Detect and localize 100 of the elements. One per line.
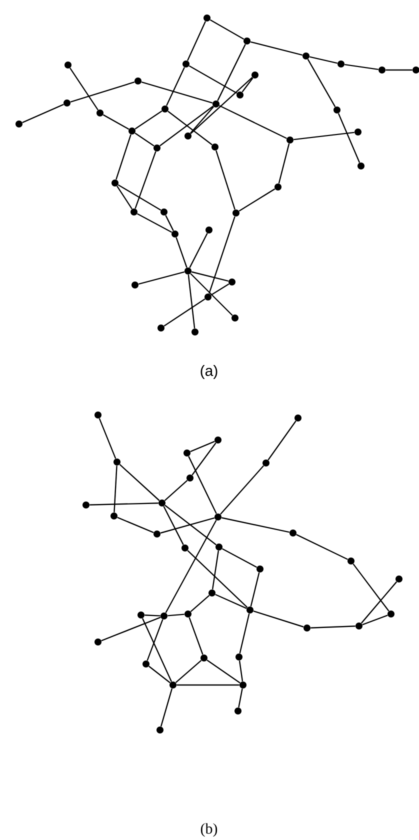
graph-vertex xyxy=(396,576,402,582)
graph-vertex xyxy=(252,72,258,78)
graph-edge xyxy=(102,114,130,130)
graph-edge xyxy=(190,440,215,452)
graph-edge xyxy=(216,150,236,210)
graph-edge xyxy=(70,68,98,110)
graph-edge xyxy=(134,110,162,130)
graph-vertex xyxy=(302,52,310,60)
graph-edge xyxy=(296,534,348,560)
graph-edge xyxy=(219,105,287,139)
graph-edge xyxy=(212,550,220,590)
graph-edge xyxy=(250,41,303,56)
graph-vertex xyxy=(184,610,192,618)
graph-edge xyxy=(309,56,338,64)
graph-edge xyxy=(98,418,116,459)
graph-edge xyxy=(217,44,246,101)
graph-edge xyxy=(360,581,398,624)
graph-vertex xyxy=(142,660,150,668)
graph-vertex xyxy=(156,726,164,734)
graph-edge xyxy=(175,660,202,684)
graph-vertex xyxy=(234,708,242,714)
graph-edge xyxy=(310,626,356,628)
graph-edge xyxy=(191,271,229,282)
graph-vertex xyxy=(244,38,250,44)
graph-vertex xyxy=(412,66,419,74)
graph-vertex xyxy=(204,14,210,22)
graph-edge xyxy=(294,132,354,140)
graph-vertex xyxy=(294,414,302,422)
graph-vertex xyxy=(114,458,120,466)
graph-edge xyxy=(338,113,360,163)
graph-edge xyxy=(208,216,236,294)
graph-vertex xyxy=(236,92,244,98)
graph-edge xyxy=(188,617,204,655)
graph-vertex xyxy=(206,226,212,234)
graph-vertex xyxy=(214,514,222,520)
graph-vertex xyxy=(334,106,340,114)
graph-vertex xyxy=(16,120,22,128)
graph-edge xyxy=(238,188,276,212)
graph-edge xyxy=(188,456,217,514)
graph-edge xyxy=(90,502,158,506)
graph-vertex xyxy=(236,654,242,660)
graph-edge xyxy=(215,594,247,610)
graph-edge xyxy=(362,614,388,626)
graph-edge xyxy=(114,466,118,512)
graph-edge xyxy=(386,69,412,71)
graph-vertex xyxy=(256,566,264,572)
graph-edge xyxy=(186,21,206,61)
graph-edge xyxy=(278,143,290,184)
graph-vertex xyxy=(134,78,142,84)
graph-edge xyxy=(160,517,215,534)
graph-vertex xyxy=(338,60,344,68)
graph-edge xyxy=(253,610,304,628)
graph-edge xyxy=(164,298,206,326)
graph-edge xyxy=(192,442,216,476)
graph-edge xyxy=(222,548,258,568)
graph-vertex xyxy=(212,100,220,108)
graph-vertex xyxy=(160,612,168,620)
graph-vertex xyxy=(94,412,102,418)
graph-edge xyxy=(163,506,184,545)
graph-vertex xyxy=(182,60,190,68)
graph-vertex xyxy=(240,682,246,688)
graph-edge xyxy=(268,420,296,460)
graph-vertex xyxy=(232,314,238,322)
graph-edge xyxy=(238,660,244,682)
graph-edge xyxy=(164,504,216,546)
graph-vertex xyxy=(172,230,178,238)
graph-vertex xyxy=(64,100,70,106)
graph-vertex xyxy=(64,62,72,68)
graph-edge xyxy=(168,110,212,146)
graph-edge xyxy=(239,613,250,654)
graph-edge xyxy=(117,516,154,534)
graph-vertex xyxy=(132,282,138,288)
graph-edge xyxy=(206,660,240,684)
graph-edge xyxy=(187,550,248,608)
graph-edge xyxy=(116,186,132,210)
graph-vertex xyxy=(388,610,394,618)
graph-edge xyxy=(138,271,185,285)
graph-vertex xyxy=(208,590,216,596)
graph-vertex xyxy=(94,638,102,646)
graph-vertex xyxy=(184,450,190,456)
graph-vertex xyxy=(228,278,236,286)
graph-vertex xyxy=(356,622,362,630)
graph-edge xyxy=(188,65,238,94)
graph-edge xyxy=(176,684,240,686)
graph-edge xyxy=(166,67,185,106)
graph-edge xyxy=(118,184,162,211)
graph-edge xyxy=(238,688,243,708)
graph-vertex xyxy=(138,612,144,618)
graph-vertex xyxy=(200,654,208,662)
graph-edge xyxy=(190,77,253,134)
graph-edge xyxy=(160,106,214,146)
graph-vertex xyxy=(286,136,294,144)
graph-vertex xyxy=(290,530,296,536)
graph-vertex xyxy=(158,324,164,332)
graph-vertex xyxy=(204,294,212,300)
graph-vertex xyxy=(82,502,90,508)
graph-edge xyxy=(119,464,160,501)
graph-vertex xyxy=(354,128,362,136)
graph-vertex xyxy=(182,544,188,552)
graph-edge xyxy=(165,520,217,614)
